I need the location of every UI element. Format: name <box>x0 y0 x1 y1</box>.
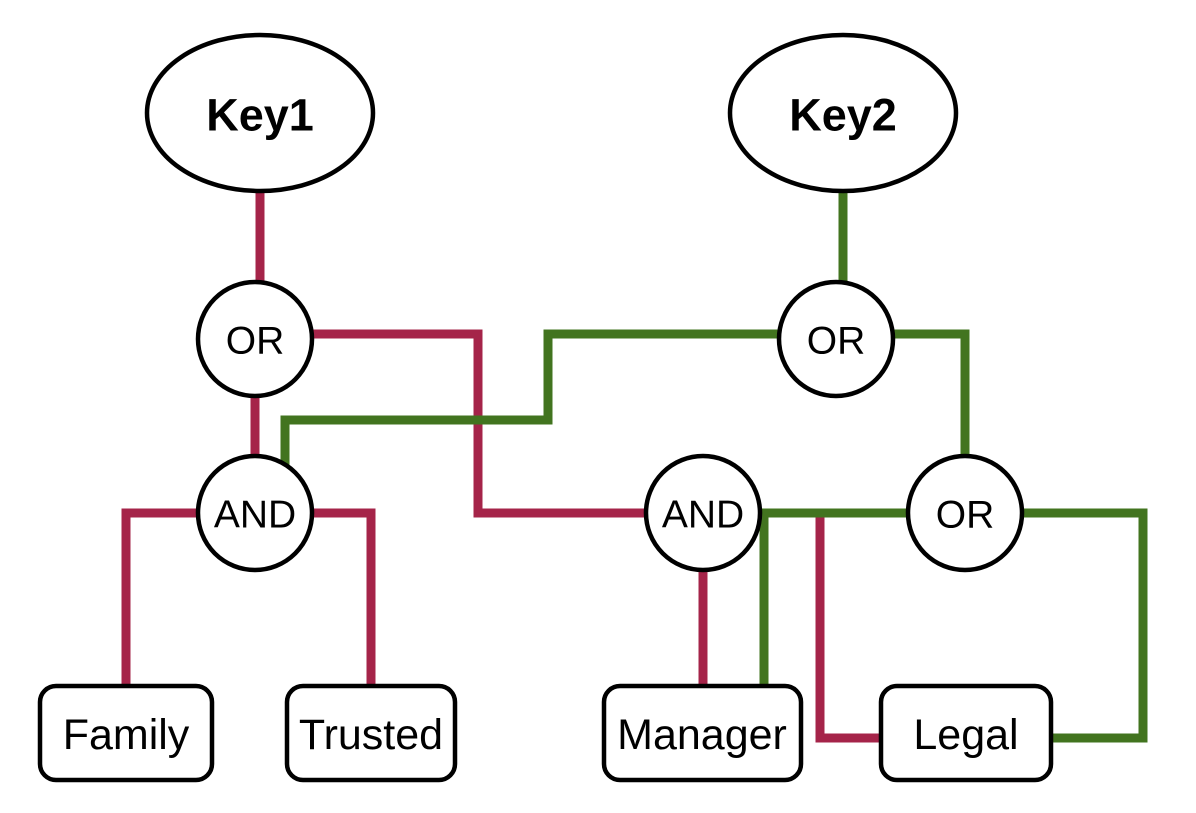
edge-layer <box>121 191 1148 743</box>
legal-box <box>878 683 1054 783</box>
edge-or-b-to-or-c <box>893 329 970 456</box>
node-and-left[interactable]: AND <box>195 453 315 573</box>
family-box <box>37 683 215 783</box>
edge-or-c-to-legal <box>1022 508 1148 743</box>
node-or-right-bottom[interactable]: OR <box>905 453 1025 573</box>
node-family[interactable]: Family <box>37 683 215 783</box>
and-right-label: AND <box>662 494 744 537</box>
trusted-box <box>284 683 458 783</box>
or-right-bottom-circle <box>905 453 1025 573</box>
or-left-label: OR <box>226 320 285 363</box>
manager-box <box>601 683 804 783</box>
node-legal[interactable]: Legal <box>878 683 1054 783</box>
and-right-circle <box>643 453 763 573</box>
node-key1[interactable]: Key1 <box>144 32 376 194</box>
edge-and-a-to-family <box>121 508 198 686</box>
or-right-top-label: OR <box>807 320 866 363</box>
key2-ellipse <box>727 32 959 194</box>
edge-or-b-to-and-a <box>280 329 779 513</box>
or-right-top-circle <box>776 279 896 399</box>
edge-or-c-to-manager <box>759 508 908 686</box>
trusted-label: Trusted <box>299 711 443 759</box>
node-and-right[interactable]: AND <box>643 453 763 573</box>
node-manager[interactable]: Manager <box>601 683 804 783</box>
edge-and-a-to-trusted <box>312 508 376 686</box>
legal-label: Legal <box>913 711 1018 759</box>
node-trusted[interactable]: Trusted <box>284 683 458 783</box>
node-key2[interactable]: Key2 <box>727 32 959 194</box>
key1-label: Key1 <box>206 90 314 141</box>
and-left-label: AND <box>214 494 296 537</box>
key2-label: Key2 <box>789 90 897 141</box>
node-or-left[interactable]: OR <box>195 279 315 399</box>
node-or-right-top[interactable]: OR <box>776 279 896 399</box>
or-left-circle <box>195 279 315 399</box>
or-right-bottom-label: OR <box>936 494 995 537</box>
family-label: Family <box>63 711 190 759</box>
key1-ellipse <box>144 32 376 194</box>
manager-label: Manager <box>617 711 787 759</box>
and-left-circle <box>195 453 315 573</box>
